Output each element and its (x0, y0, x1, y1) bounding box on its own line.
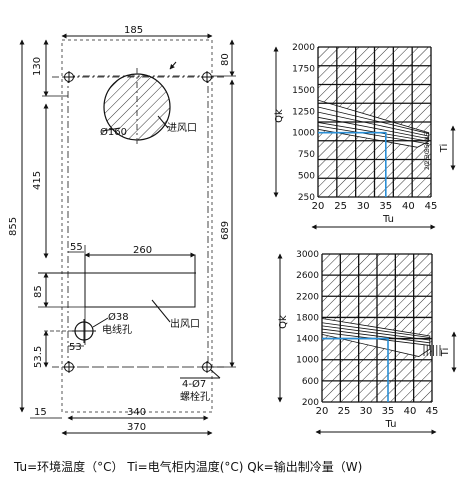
outlet-cutout (84, 254, 196, 308)
x-tick-label: 20 (312, 201, 325, 212)
clear-wedge (318, 99, 430, 148)
y-tick-label: 2200 (296, 292, 319, 302)
y-tick-label: 1000 (296, 356, 319, 366)
dim-bottom-left: 53.5 (33, 346, 44, 368)
dim-left-total: 855 (8, 217, 19, 236)
bolt-hole-top-left (63, 71, 75, 83)
bolt-spec-label: 4-Ø7 (182, 378, 206, 390)
ti-side-label: Ti (439, 144, 450, 154)
x-tick-label: 35 (379, 201, 392, 212)
y-tick-label: 2000 (292, 43, 315, 53)
x-tick-label: 25 (338, 406, 351, 417)
highlight-line (318, 131, 387, 197)
y-tick-label: 3000 (296, 250, 319, 260)
mounting-drawing: Ø160 进风口 出风口 Ø38 电线孔 4-Ø7 螺栓孔 185 (8, 25, 236, 436)
y-tick-label: 1750 (292, 64, 315, 74)
dim-top-width: 185 (124, 25, 143, 36)
dim-left-mid: 415 (32, 171, 43, 190)
ti-tick-label: 45 (424, 132, 431, 140)
cabinet-outline (61, 39, 213, 413)
x-tick-label: 45 (426, 406, 439, 417)
ti-tick-label: 40 (424, 138, 431, 146)
highlight-line (322, 337, 389, 402)
dim-left-margin: 15 (34, 407, 47, 418)
y-tick-label: 250 (298, 193, 315, 203)
y-tick-label: 1500 (292, 86, 315, 96)
x-tick-label: 25 (334, 201, 347, 212)
x-tick-label: 40 (404, 406, 417, 417)
y-tick-label: 1400 (296, 335, 319, 345)
y-tick-label: 1250 (292, 107, 315, 117)
x-tick-label: 40 (402, 201, 415, 212)
dim-bottom-outer: 370 (127, 422, 146, 433)
y-axis-label: Qk (274, 109, 285, 123)
inlet-diameter-label: Ø160 (100, 126, 127, 138)
bolt-hole-label: 螺栓孔 (180, 390, 210, 403)
bolt-hole-bottom-right (201, 361, 213, 373)
y-tick-label: 1800 (296, 313, 319, 323)
x-tick-label: 30 (357, 201, 370, 212)
dim-left-top: 130 (32, 57, 43, 76)
ti-tick-label: 30 (424, 150, 431, 158)
y-tick-label: 600 (302, 377, 319, 387)
ti-tick-label: 20 (424, 162, 431, 170)
x-tick-label: 20 (316, 406, 329, 417)
dim-cut-height: 85 (33, 285, 44, 298)
dim-right-mid: 689 (220, 221, 231, 240)
y-tick-label: 500 (298, 172, 315, 182)
bolt-hole-bottom-left (63, 361, 75, 373)
dim-bottom-inner: 340 (127, 407, 146, 418)
x-axis-label: Tu (385, 419, 397, 430)
x-axis-label: Tu (382, 214, 394, 225)
x-tick-label: 45 (425, 201, 438, 212)
y-axis-label: Qk (278, 315, 289, 329)
y-tick-label: 2600 (296, 271, 319, 281)
y-tick-label: 750 (298, 150, 315, 160)
dim-cut-left: 55 (70, 242, 83, 253)
dim-right-top: 80 (220, 53, 231, 66)
ti-tick-label: 25 (424, 156, 431, 164)
inlet-label: 进风口 (167, 122, 197, 134)
dim-hole-offset: 53 (69, 342, 82, 353)
cable-hole-diameter-label: Ø38 (108, 311, 129, 323)
ti-side-label: Ti (440, 348, 451, 358)
y-tick-label: 200 (302, 398, 319, 408)
dim-cut-width: 260 (133, 245, 152, 256)
y-tick-label: 1000 (292, 129, 315, 139)
outlet-label: 出风口 (170, 317, 200, 330)
cable-hole-label: 电线孔 (102, 323, 132, 336)
x-tick-label: 30 (360, 406, 373, 417)
legend-text: Tu=环境温度（°C） Ti=电气柜内温度(°C) Qk=输出制冷量（W) (14, 460, 363, 474)
ti-tick-label: 35 (424, 144, 431, 152)
x-tick-label: 35 (382, 406, 395, 417)
bolt-hole-top-right (201, 71, 213, 83)
